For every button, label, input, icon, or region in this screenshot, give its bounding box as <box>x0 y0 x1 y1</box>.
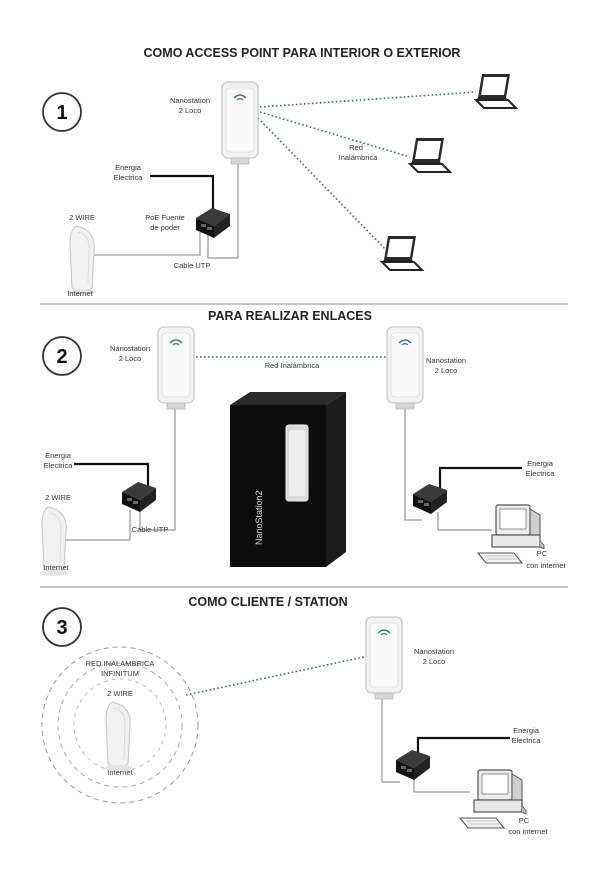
section-1-badge <box>42 92 82 132</box>
coverage-ring <box>57 662 183 788</box>
energia-label: Energia <box>115 163 142 172</box>
power-cable <box>438 466 522 488</box>
laptop-icon <box>409 137 451 173</box>
energia-label: Energia <box>513 726 540 735</box>
pc-label: PC <box>519 816 530 825</box>
section-2-number: 2 <box>56 346 67 368</box>
nanostation-right-label: Nanostation <box>426 356 466 365</box>
poe-sub-label: de poder <box>150 223 180 232</box>
nanostation-left <box>157 326 195 410</box>
internet-label: Internet <box>67 289 93 298</box>
electrica-label: Electrica <box>512 736 542 745</box>
laptop-icon <box>381 235 423 271</box>
energia-right-label: Energia <box>527 459 554 468</box>
nanostation-right <box>386 326 424 410</box>
internet-label: Internet <box>43 563 69 572</box>
pc-line <box>413 776 470 793</box>
inalambrica-label: Inalámbrica <box>339 153 379 162</box>
section-1: COMO ACCESS POINT PARA INTERIOR O EXTERI… <box>42 46 517 298</box>
section-2: PARA REALIZAR ENLACES 2 NanoStation2 Nan… <box>39 309 567 577</box>
section-3: COMO CLIENTE / STATION 3 RED INALAMBRICA… <box>41 595 549 836</box>
pc-label: PC <box>537 549 548 558</box>
power-cable <box>74 462 150 488</box>
pc-internet-label: con internet <box>526 561 566 570</box>
nanostation-product-box: NanoStation2 <box>230 392 346 567</box>
cable-utp-label: Cable UTP <box>132 525 169 534</box>
wifi-link <box>259 111 411 158</box>
pc-icon <box>459 769 527 829</box>
coverage-ring <box>73 678 167 772</box>
internet-line <box>64 510 131 541</box>
energia-left-label: Energia <box>45 451 72 460</box>
laptop-icon <box>475 73 517 109</box>
poe-adapter <box>396 750 430 780</box>
wire-label: 2 WIRE <box>45 493 71 502</box>
red-infinitum-label: RED INALAMBRICA <box>86 659 155 668</box>
section-3-badge <box>42 607 82 647</box>
cable-utp-line <box>139 408 176 531</box>
electrica-right-label: Electrica <box>526 469 556 478</box>
section-3-title: COMO CLIENTE / STATION <box>188 595 347 609</box>
electrica-label: Electrica <box>114 173 144 182</box>
wire-label: 2 WIRE <box>69 213 95 222</box>
nanostation-device <box>221 81 259 165</box>
section-1-number: 1 <box>56 102 67 124</box>
wifi-link <box>259 91 477 108</box>
nanostation-label: Nanostation <box>414 647 454 656</box>
section-2-badge <box>42 336 82 376</box>
electrica-left-label: Electrica <box>44 461 74 470</box>
internet-label: Internet <box>107 768 133 777</box>
poe-adapter-right <box>413 484 447 514</box>
pc-line <box>437 512 492 531</box>
modem-2wire <box>67 225 97 296</box>
nanostation-model-label: 2 Loco <box>423 657 446 666</box>
modem-2wire <box>103 701 133 772</box>
section-1-title: COMO ACCESS POINT PARA INTERIOR O EXTERI… <box>144 46 461 60</box>
nanostation-model-label: 2 Loco <box>179 106 202 115</box>
red-label: Red <box>349 143 363 152</box>
poe-adapter <box>196 208 230 238</box>
nanostation-device <box>365 616 403 700</box>
wifi-link <box>257 117 389 253</box>
nanostation-right-model: 2 Loco <box>435 366 458 375</box>
cable-utp-label: Cable UTP <box>174 261 211 270</box>
power-cable <box>416 736 510 754</box>
poe-adapter-left <box>122 482 156 512</box>
nanostation-label: Nanostation <box>170 96 210 105</box>
section-3-number: 3 <box>56 617 67 639</box>
poe-label: PoE Fuente <box>145 213 185 222</box>
coverage-ring <box>41 646 199 804</box>
wifi-link <box>185 656 365 696</box>
pc-internet-label: con internet <box>508 827 548 836</box>
cable-utp-line <box>404 408 422 521</box>
nanostation-left-model: 2 Loco <box>119 354 142 363</box>
power-cable <box>150 174 215 212</box>
cable-utp-line <box>207 158 239 259</box>
nanostation-left-label: Nanostation <box>110 344 150 353</box>
pc-icon <box>477 504 545 564</box>
wire-label: 2 WIRE <box>107 689 133 698</box>
red-inalambrica-label: Red Inalámbrica <box>265 361 320 370</box>
infinitum-label: INFINITUM <box>101 669 139 678</box>
section-2-title: PARA REALIZAR ENLACES <box>208 309 372 323</box>
cable-utp-line <box>381 697 400 783</box>
internet-line <box>92 232 201 256</box>
box-brand-text: NanoStation2 <box>254 490 264 545</box>
